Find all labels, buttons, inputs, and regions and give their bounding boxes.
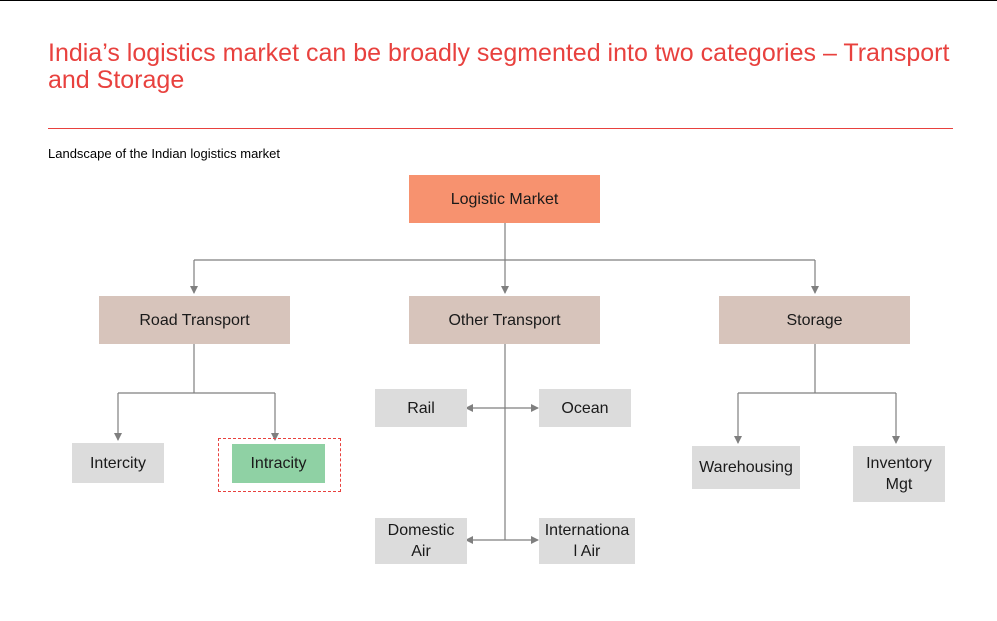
page-title: India’s logistics market can be broadly … bbox=[48, 39, 950, 94]
node-storage: Storage bbox=[719, 296, 910, 344]
node-warehousing: Warehousing bbox=[692, 446, 800, 489]
node-other-transport: Other Transport bbox=[409, 296, 600, 344]
node-road-transport: Road Transport bbox=[99, 296, 290, 344]
intracity-highlight-frame bbox=[218, 438, 341, 492]
node-rail: Rail bbox=[375, 389, 467, 427]
node-intracity: Intracity bbox=[232, 444, 325, 483]
node-domestic-air: Domestic Air bbox=[375, 518, 467, 564]
node-intercity: Intercity bbox=[72, 443, 164, 483]
node-ocean: Ocean bbox=[539, 389, 631, 427]
node-logistic-market: Logistic Market bbox=[409, 175, 600, 223]
node-inventory-mgt: Inventory Mgt bbox=[853, 446, 945, 502]
diagram-subtitle: Landscape of the Indian logistics market bbox=[48, 146, 280, 161]
title-divider bbox=[48, 128, 953, 129]
node-international-air: International Air bbox=[539, 518, 635, 564]
top-border bbox=[0, 0, 997, 1]
